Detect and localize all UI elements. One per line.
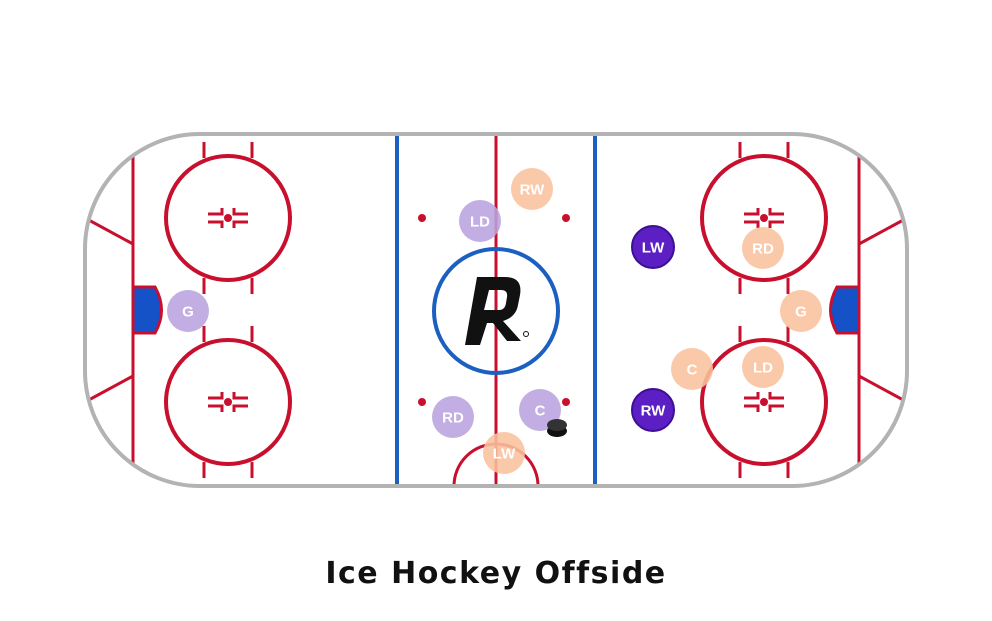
player-token: LD	[742, 346, 784, 388]
faceoff-dot	[418, 398, 426, 406]
r-logo-icon	[465, 277, 529, 345]
player-label: RW	[641, 403, 667, 420]
player-label: LD	[470, 214, 490, 231]
faceoff-dot	[562, 214, 570, 222]
player-token: LD	[459, 200, 501, 242]
player-label: LW	[493, 446, 516, 463]
player-token-circle	[483, 432, 525, 474]
corner-line	[858, 216, 907, 246]
player-token-circle	[742, 346, 784, 388]
player-label: C	[535, 403, 546, 420]
end-zone-faceoff-circle	[164, 142, 292, 294]
player-label: RW	[520, 182, 546, 199]
player-label: LW	[642, 240, 665, 257]
player-token-circle	[742, 227, 784, 269]
player-token-circle	[432, 396, 474, 438]
rink-boards	[83, 132, 909, 488]
end-zone-faceoff-circle	[700, 142, 828, 294]
player-token: LW	[483, 432, 525, 474]
player-token-circle	[631, 225, 675, 269]
center-faceoff-circle	[432, 247, 560, 375]
corner-line	[85, 374, 134, 404]
player-token: G	[167, 290, 209, 332]
player-token: C	[671, 348, 713, 390]
puck	[547, 419, 567, 437]
player-token-circle	[459, 200, 501, 242]
player-token: RW	[511, 168, 553, 210]
player-token-circle	[780, 290, 822, 332]
player-label: G	[182, 304, 194, 321]
player-label: G	[795, 304, 807, 321]
player-label: RD	[442, 410, 464, 427]
player-label: RD	[752, 241, 774, 258]
player-label: LD	[753, 360, 773, 377]
player-token-circle	[167, 290, 209, 332]
player-token: G	[780, 290, 822, 332]
rink-markings	[85, 134, 907, 486]
corner-line	[85, 216, 134, 246]
corner-line	[858, 374, 907, 404]
player-token-circle	[631, 388, 675, 432]
faceoff-dot	[418, 214, 426, 222]
end-zone-faceoff-circle	[700, 326, 828, 478]
player-token-circle	[511, 168, 553, 210]
player-token: RD	[432, 396, 474, 438]
player-token: RW	[631, 388, 675, 432]
diagram-caption: Ice Hockey Offside	[325, 556, 667, 591]
player-token: RD	[742, 227, 784, 269]
player-label: C	[687, 362, 698, 379]
right-goal-crease	[829, 285, 861, 335]
player-token: LW	[631, 225, 675, 269]
left-goal-crease	[131, 285, 163, 335]
player-token-circle	[671, 348, 713, 390]
end-zone-faceoff-circle	[164, 326, 292, 478]
faceoff-dot	[562, 398, 570, 406]
